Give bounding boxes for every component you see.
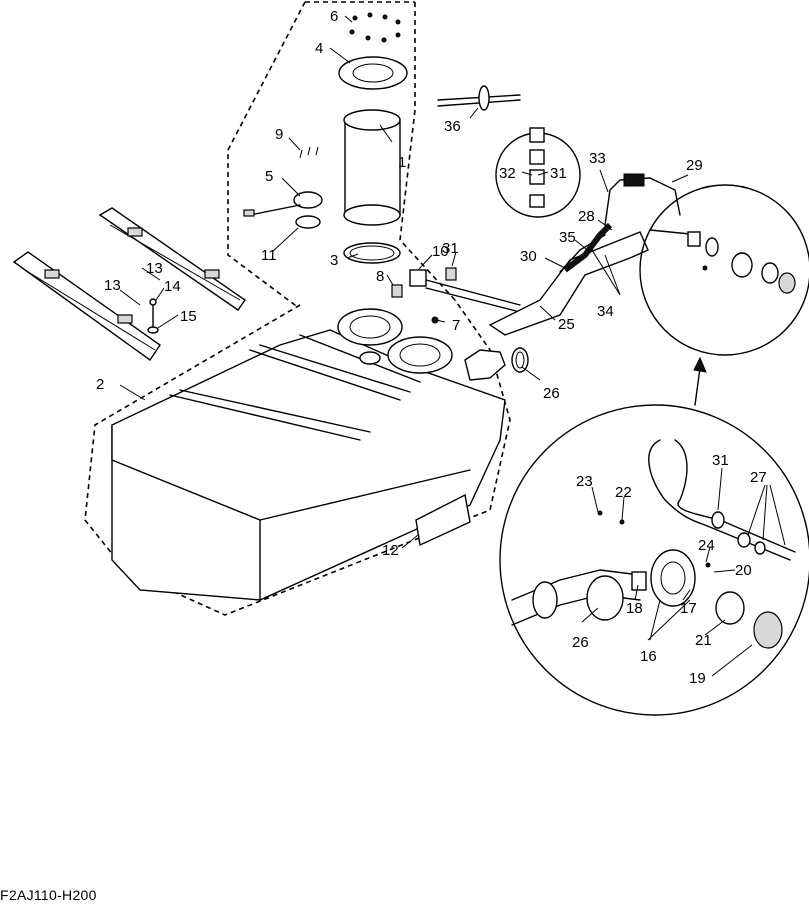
callout-30: 30: [520, 248, 537, 265]
callout-32: 32: [499, 165, 516, 182]
fittings: [391, 267, 521, 324]
callout-7: 7: [452, 317, 460, 334]
callout-6: 6: [330, 8, 338, 25]
callout-20: 20: [735, 562, 752, 579]
callout-16: 16: [640, 648, 657, 665]
bolt-washer: [147, 298, 159, 334]
callout-11: 11: [261, 247, 277, 264]
callout-31-c: 31: [712, 452, 729, 469]
drawing-code: F2AJ110-H200: [0, 887, 97, 903]
callout-23: 23: [576, 473, 593, 490]
callout-8: 8: [376, 268, 384, 285]
callout-24: 24: [698, 537, 715, 554]
callout-33: 33: [589, 150, 606, 167]
callout-2: 2: [96, 376, 104, 393]
inset-circle-right: [639, 184, 809, 356]
fuel-tank: [111, 308, 506, 601]
callout-3: 3: [330, 252, 338, 269]
callout-21: 21: [695, 632, 712, 649]
detail-arrow: [693, 356, 707, 406]
inset-circle-small: [495, 127, 581, 218]
callout-34: 34: [597, 303, 614, 320]
callout-17: 17: [680, 600, 697, 617]
callout-1: 1: [398, 154, 406, 171]
callout-18: 18: [626, 600, 643, 617]
callout-35: 35: [559, 229, 576, 246]
callout-5: 5: [265, 168, 273, 185]
callout-27: 27: [750, 469, 767, 486]
leader-lines: [119, 15, 786, 677]
callout-25: 25: [558, 316, 575, 333]
callouts: 1 2 3 4 5 6 7 8 9 10 11 12 13 13 14 15 1…: [96, 8, 767, 687]
callout-28: 28: [578, 208, 595, 225]
filler-pipe: [488, 173, 681, 373]
callout-9: 9: [275, 126, 283, 143]
callout-26-a: 26: [543, 385, 560, 402]
callout-29: 29: [686, 157, 703, 174]
label-plate: [415, 493, 471, 547]
inset-circle-large: [499, 404, 809, 716]
callout-13-a: 13: [146, 260, 163, 277]
tank-straps: [12, 207, 246, 361]
callout-19: 19: [689, 670, 706, 687]
callout-13-b: 13: [104, 277, 121, 294]
callout-26-b: 26: [572, 634, 589, 651]
callout-12: 12: [382, 542, 399, 559]
rod-36: [437, 85, 521, 111]
callout-15: 15: [180, 308, 197, 325]
callout-22: 22: [615, 484, 632, 501]
callout-31-a: 31: [442, 240, 459, 257]
sender-unit: [243, 146, 323, 229]
callout-10: 10: [432, 243, 449, 260]
callout-31-b: 31: [550, 165, 567, 182]
pump-assembly: [338, 12, 408, 264]
callout-36: 36: [444, 118, 461, 135]
dashed-boundaries: [84, 1, 511, 616]
callout-4: 4: [315, 40, 323, 57]
callout-14: 14: [164, 278, 181, 295]
